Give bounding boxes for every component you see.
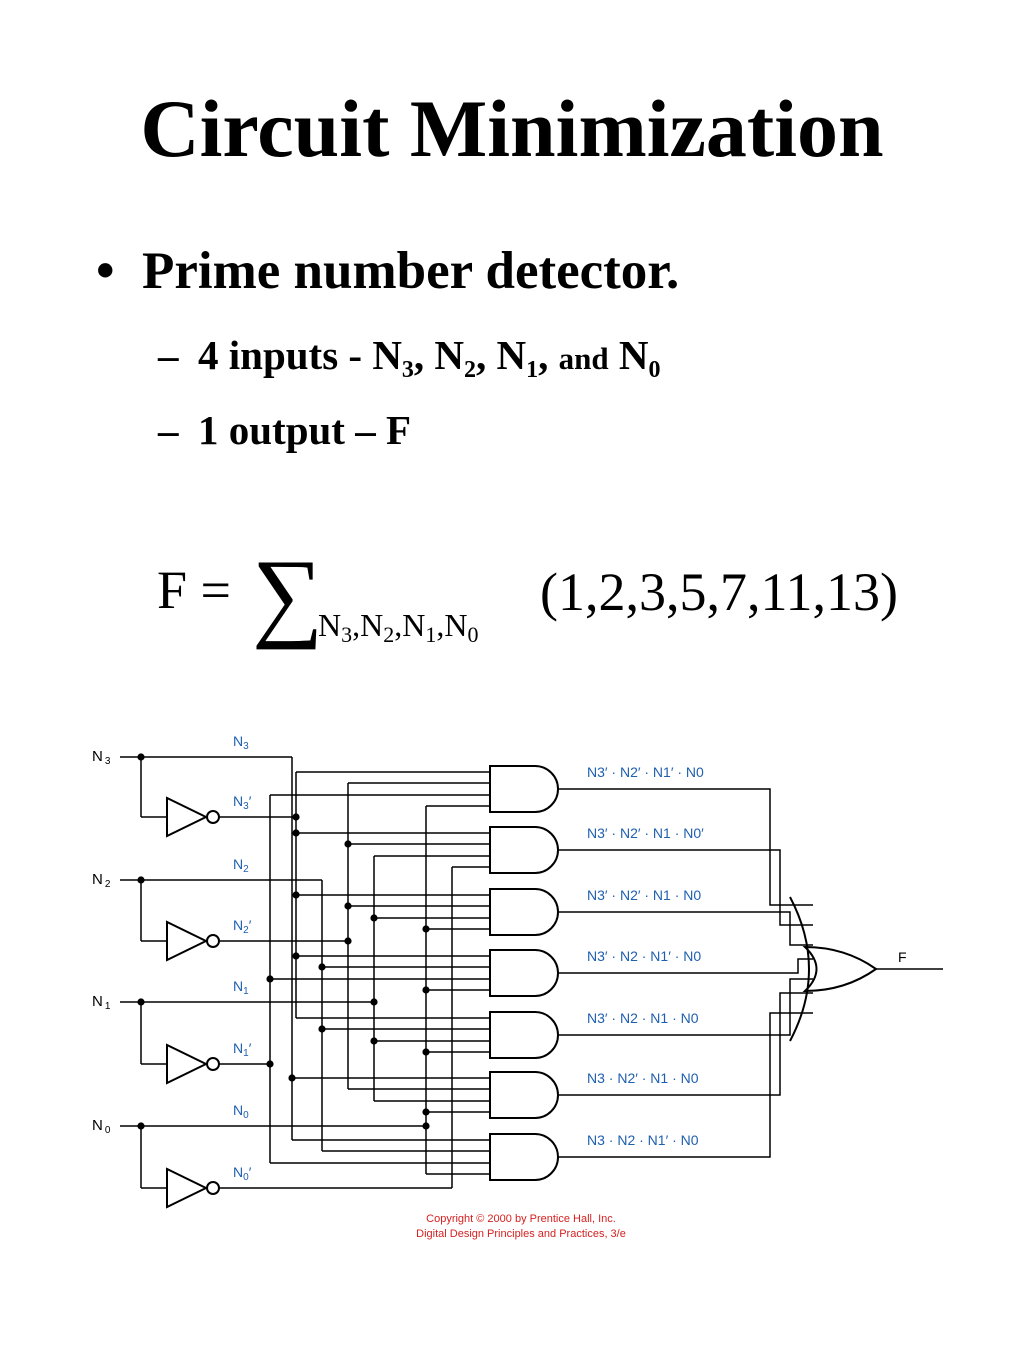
and-gate: [489, 949, 559, 997]
input-n2-sub: 2: [464, 357, 477, 383]
minterm-list: (1,2,3,5,7,11,13): [540, 562, 898, 622]
input-n0: N: [618, 332, 649, 378]
inverter-triangle: [166, 796, 209, 838]
line-label: N0: [233, 1102, 249, 1121]
junction-dot: [344, 937, 352, 945]
input-n0-sub: 0: [648, 357, 661, 383]
dash-marker: –: [158, 332, 179, 378]
copyright-line-2: Digital Design Principles and Practices,…: [416, 1228, 626, 1240]
junction-dot: [370, 914, 378, 922]
sum-of-minterms-formula: F = ∑ N3,N2,N1,N0 (1,2,3,5,7,11,13): [157, 540, 898, 650]
line-label: N0′: [233, 1164, 252, 1183]
inverter-bubble: [206, 1181, 220, 1195]
gate-output-wire: [558, 992, 813, 1096]
formula-lhs: F =: [157, 560, 231, 620]
junction-dot: [266, 1060, 274, 1068]
and-gate: [489, 888, 559, 936]
and-gate: [489, 826, 559, 874]
output-label: F: [898, 949, 907, 965]
junction-dot: [422, 1122, 430, 1130]
input-n1: N: [496, 332, 527, 378]
gate-output-wire: [558, 911, 813, 946]
sigma-index: N3,N2,N1,N0: [318, 607, 478, 647]
junction-dot: [422, 1048, 430, 1056]
input-n3: N: [372, 332, 402, 378]
inverter-triangle: [166, 1167, 209, 1209]
or-gate: [802, 945, 878, 993]
junction-dot: [292, 952, 300, 960]
junction-dot: [344, 840, 352, 848]
gate-output-wire: [558, 849, 813, 926]
junction-dot: [266, 975, 274, 983]
line-label: N3: [233, 733, 249, 752]
sub-bullet-inputs: –4 inputs - N3, N2, N1, and N0: [158, 332, 660, 383]
gate-output-wire: [558, 788, 813, 906]
line-label: N3′: [233, 793, 252, 812]
and-term-label: N3′ · N2′ · N1′ · N0: [587, 764, 704, 780]
gate-output-wire: [558, 978, 813, 1036]
and-term-label: N3′ · N2′ · N1 · N0′: [587, 825, 704, 841]
and-word: and: [558, 341, 609, 376]
and-term-label: N3 · N2′ · N1 · N0: [587, 1070, 699, 1086]
junction-dot: [318, 1025, 326, 1033]
inverter-bubble: [206, 934, 220, 948]
junction-dot: [370, 1037, 378, 1045]
sep: ,: [476, 332, 497, 378]
inverter-bubble: [206, 810, 220, 824]
inverter-triangle: [166, 920, 209, 962]
sub-bullet-output: –1 output – F: [158, 410, 411, 451]
input-n1-sub: 1: [526, 357, 539, 383]
and-term-label: N3′ · N2 · N1 · N0: [587, 1010, 699, 1026]
junction-dot: [292, 813, 300, 821]
sep: ,: [538, 332, 559, 378]
bullet-text: Prime number detector.: [142, 242, 680, 300]
copyright-line-1: Copyright © 2000 by Prentice Hall, Inc.: [426, 1213, 616, 1225]
line-label: N2: [233, 856, 249, 875]
and-term-label: N3′ · N2′ · N1 · N0: [587, 887, 701, 903]
and-term-label: N3 · N2 · N1′ · N0: [587, 1132, 699, 1148]
and-gate: [489, 1133, 559, 1181]
and-gate: [489, 765, 559, 813]
slide-title: Circuit Minimization: [140, 83, 884, 174]
sigma-symbol: ∑: [252, 540, 323, 650]
bullet-marker: •: [96, 242, 115, 300]
and-gate: [489, 1011, 559, 1059]
inverter-bubble: [206, 1057, 220, 1071]
and-gate: [489, 1071, 559, 1119]
junction-dot: [422, 986, 430, 994]
and-term-label: N3′ · N2 · N1′ · N0: [587, 948, 701, 964]
input-n3-sub: 3: [401, 357, 414, 383]
line-label: N1′: [233, 1040, 252, 1059]
junction-dot: [292, 891, 300, 899]
dash-marker: –: [158, 407, 179, 453]
junction-dot: [288, 1074, 296, 1082]
gate-output-wire: [558, 958, 813, 974]
output-text: 1 output – F: [198, 407, 412, 453]
sep: ,: [413, 332, 435, 378]
or-gate-extended-input: [789, 896, 810, 1042]
gate-output-wire: [558, 1012, 813, 1158]
inputs-lead: 4 inputs -: [198, 332, 373, 378]
inverter-triangle: [166, 1043, 209, 1085]
junction-dot: [370, 998, 378, 1006]
line-label: N2′: [233, 917, 252, 936]
line-label: N1: [233, 978, 249, 997]
junction-dot: [422, 925, 430, 933]
input-n2: N: [434, 332, 465, 378]
junction-dot: [318, 963, 326, 971]
junction-dot: [344, 902, 352, 910]
junction-dot: [292, 829, 300, 837]
junction-dot: [422, 1108, 430, 1116]
